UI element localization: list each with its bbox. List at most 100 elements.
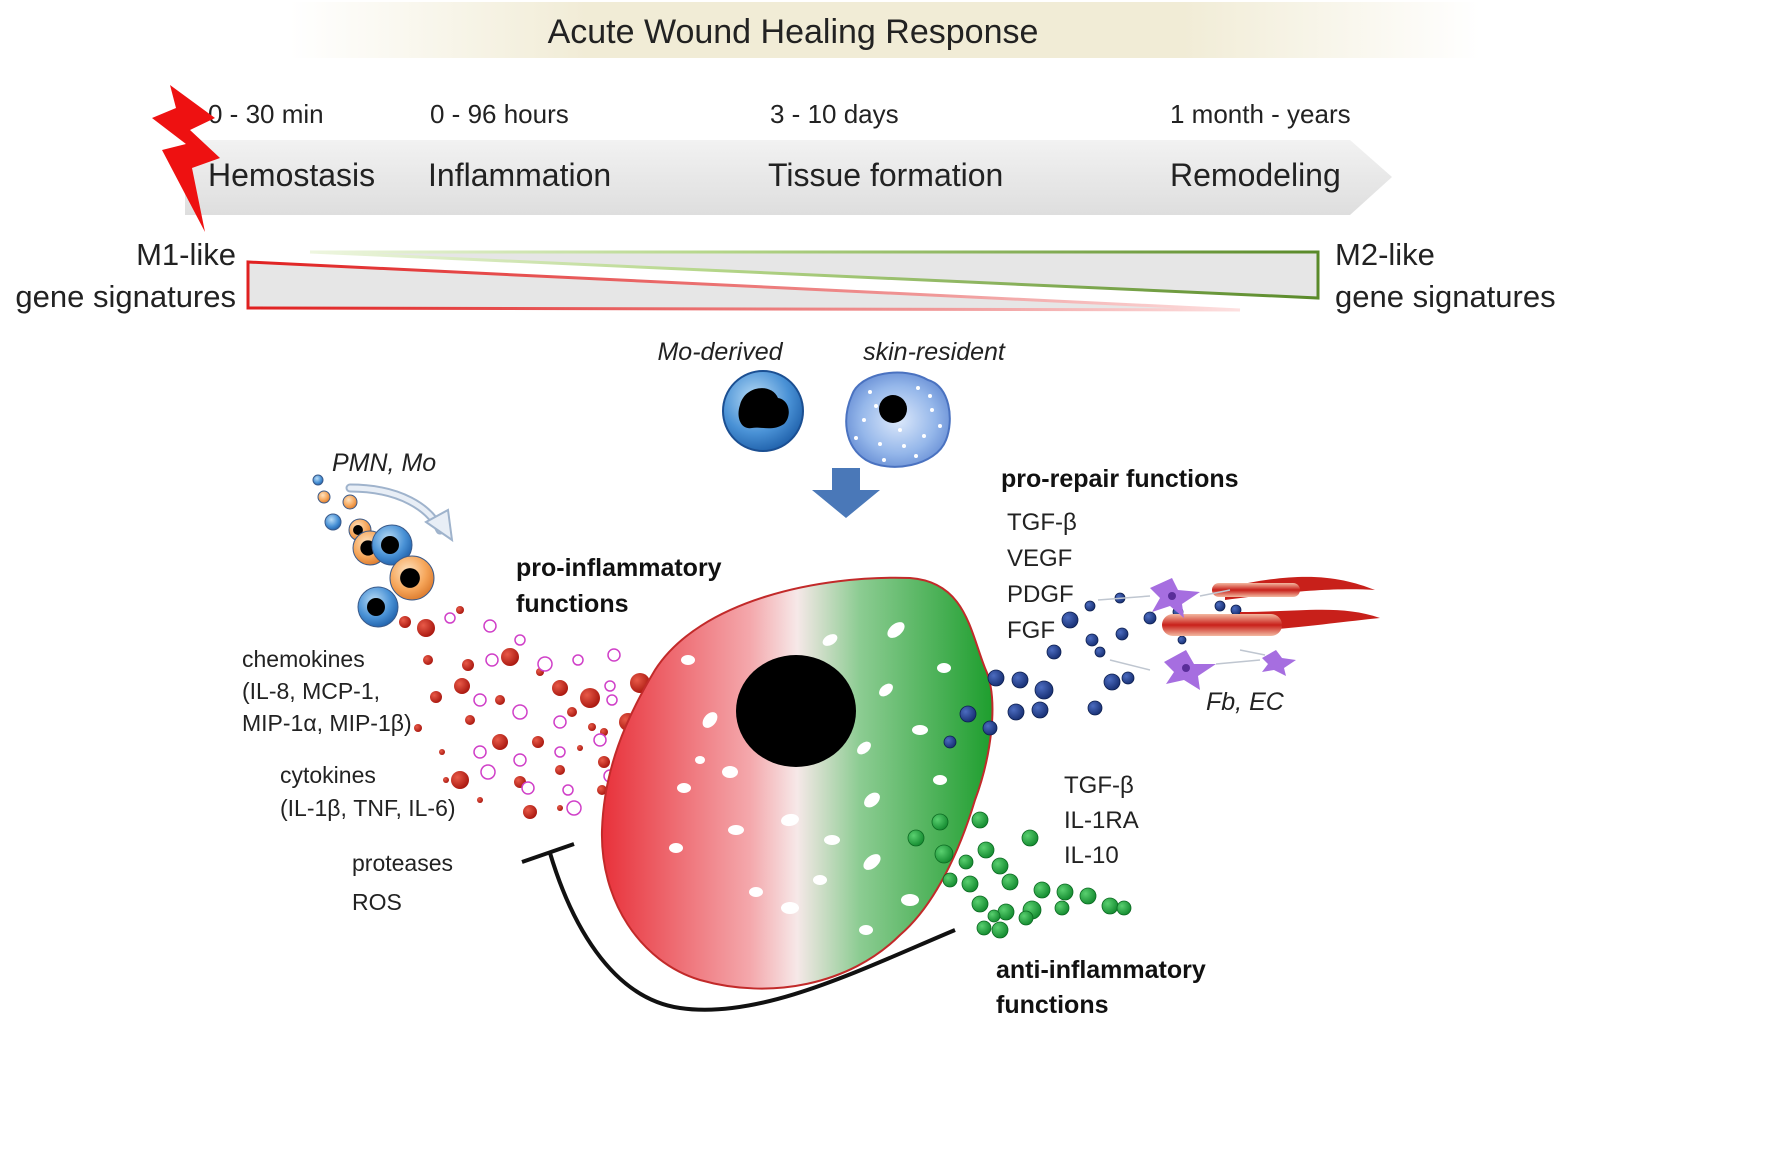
macrophage-granule bbox=[702, 712, 718, 728]
granule bbox=[928, 394, 932, 398]
granule bbox=[930, 408, 934, 412]
navy-repair-particle bbox=[1177, 635, 1187, 645]
fibroblast-endothelial-cells bbox=[1097, 576, 1380, 690]
diagram-title: Acute Wound Healing Response bbox=[548, 13, 1039, 51]
m2-label: M2-like bbox=[1335, 237, 1435, 272]
infiltration-arrowhead-icon bbox=[424, 508, 454, 543]
pink-mediator-particle bbox=[593, 733, 607, 747]
green-anti-inflammatory-particle bbox=[961, 875, 979, 893]
gene-signature-wedges: M1-like gene signatures M2-like gene sig… bbox=[15, 237, 1555, 314]
pink-mediator-particle bbox=[444, 612, 456, 624]
fibroblast-2-icon bbox=[1164, 650, 1216, 690]
green-anti-inflammatory-particle bbox=[1056, 883, 1074, 901]
green-anti-inflammatory-particle bbox=[976, 920, 992, 936]
pink-mediator-particle bbox=[566, 800, 582, 816]
pink-mediator-particle bbox=[513, 753, 527, 767]
mo-derived-label: Mo-derived bbox=[657, 338, 783, 366]
green-anti-inflammatory-particle bbox=[1101, 897, 1119, 915]
leukocyte-nucleus-icon bbox=[367, 598, 385, 616]
macrophage-granule bbox=[677, 783, 691, 793]
chemokines-label: chemokines bbox=[242, 646, 365, 672]
pro-repair-factor-vegf: VEGF bbox=[1007, 545, 1072, 572]
phase-name-tissue-formation: Tissue formation bbox=[768, 157, 1003, 193]
macrophage-granule bbox=[669, 843, 683, 853]
granule bbox=[874, 404, 878, 408]
pink-mediator-particle bbox=[521, 781, 535, 795]
pink-mediator-particle bbox=[537, 656, 553, 672]
inhibition-bar-icon bbox=[521, 842, 575, 864]
red-mediator-particle bbox=[588, 723, 596, 731]
green-anti-inflammatory-particle bbox=[1018, 910, 1034, 926]
fibroblast-1-nucleus-icon bbox=[1168, 592, 1176, 600]
pink-mediator-particle bbox=[483, 619, 497, 633]
granule bbox=[854, 436, 858, 440]
red-mediator-particle bbox=[462, 659, 474, 671]
phase-name-hemostasis: Hemostasis bbox=[208, 157, 375, 193]
pink-mediator-particle bbox=[473, 693, 487, 707]
anti-inflammatory-functions: TGF-β IL-1RA IL-10 anti-inflammatory fun… bbox=[996, 772, 1206, 1019]
navy-repair-particle bbox=[1061, 611, 1079, 629]
red-mediator-particle bbox=[552, 680, 568, 696]
pro-inflammatory-title-line2: functions bbox=[516, 590, 629, 618]
green-anti-inflammatory-particle bbox=[1001, 873, 1019, 891]
green-anti-inflammatory-particle bbox=[997, 903, 1015, 921]
anti-inflammatory-factor-tgf-beta: TGF-β bbox=[1064, 772, 1134, 799]
m1-label: M1-like bbox=[136, 237, 236, 272]
red-mediator-particle bbox=[501, 648, 519, 666]
green-anti-inflammatory-particle bbox=[987, 909, 1001, 923]
green-anti-inflammatory-particle bbox=[991, 921, 1009, 939]
phase-time-tissue-formation: 3 - 10 days bbox=[770, 99, 899, 129]
macrophage-granule bbox=[722, 766, 738, 778]
anti-inflammatory-factor-il-10: IL-10 bbox=[1064, 842, 1119, 869]
red-mediator-particle bbox=[523, 805, 537, 819]
fb-ec-label: Fb, EC bbox=[1206, 688, 1285, 716]
green-anti-inflammatory-particle bbox=[1116, 900, 1132, 916]
granule bbox=[862, 418, 866, 422]
macrophage-granule bbox=[912, 725, 928, 735]
navy-repair-particle bbox=[1046, 644, 1062, 660]
macrophage-origins: Mo-derived skin-resident bbox=[657, 338, 1006, 518]
red-mediator-particle bbox=[454, 678, 470, 694]
navy-repair-particle bbox=[943, 735, 957, 749]
navy-repair-particle bbox=[1094, 646, 1106, 658]
fibroblast-3-icon bbox=[1262, 650, 1296, 676]
macrophage-granule bbox=[864, 792, 880, 808]
phase-name-remodeling: Remodeling bbox=[1170, 157, 1341, 193]
ros-label: ROS bbox=[352, 889, 402, 915]
macrophage-granule bbox=[879, 683, 893, 697]
chemokines-list-line1: (IL-8, MCP-1, bbox=[242, 678, 380, 704]
macrophage-cell bbox=[600, 576, 1242, 990]
macrophage-granule bbox=[857, 741, 871, 755]
pink-mediator-particle bbox=[604, 680, 616, 692]
red-mediator-particle bbox=[477, 797, 483, 803]
macrophage-granule bbox=[781, 813, 799, 827]
red-mediator-particle bbox=[597, 785, 607, 795]
granule bbox=[878, 442, 882, 446]
navy-repair-particle bbox=[1121, 671, 1135, 685]
red-mediator-particle bbox=[577, 745, 583, 751]
anti-inflammatory-factor-il-1ra: IL-1RA bbox=[1064, 807, 1139, 834]
navy-repair-particle bbox=[1103, 673, 1121, 691]
red-mediator-particle bbox=[492, 734, 508, 750]
pink-mediator-particle bbox=[485, 653, 499, 667]
macrophage-nucleus bbox=[736, 655, 856, 767]
red-mediator-particle bbox=[465, 715, 475, 725]
fibroblast-2-nucleus-icon bbox=[1182, 664, 1190, 672]
macrophage-granule bbox=[749, 887, 763, 897]
red-mediator-particle bbox=[451, 771, 469, 789]
navy-repair-particle bbox=[1214, 600, 1226, 612]
macrophage-granule bbox=[728, 825, 744, 835]
phase-name-inflammation: Inflammation bbox=[428, 157, 611, 193]
skin-resident-granules bbox=[854, 386, 942, 462]
title-banner: Acute Wound Healing Response bbox=[290, 2, 1480, 58]
navy-repair-particle bbox=[987, 669, 1005, 687]
proteases-label: proteases bbox=[352, 850, 453, 876]
m2-wedge-outline bbox=[309, 250, 1320, 300]
phase-time-remodeling: 1 month - years bbox=[1170, 99, 1351, 129]
green-anti-inflammatory-particle bbox=[991, 857, 1009, 875]
macrophage-body bbox=[600, 576, 994, 990]
pro-repair-factor-pdgf: PDGF bbox=[1007, 581, 1074, 608]
granule bbox=[938, 424, 942, 428]
red-mediator-particle bbox=[555, 765, 565, 775]
injury-lightning-icon bbox=[152, 85, 220, 232]
